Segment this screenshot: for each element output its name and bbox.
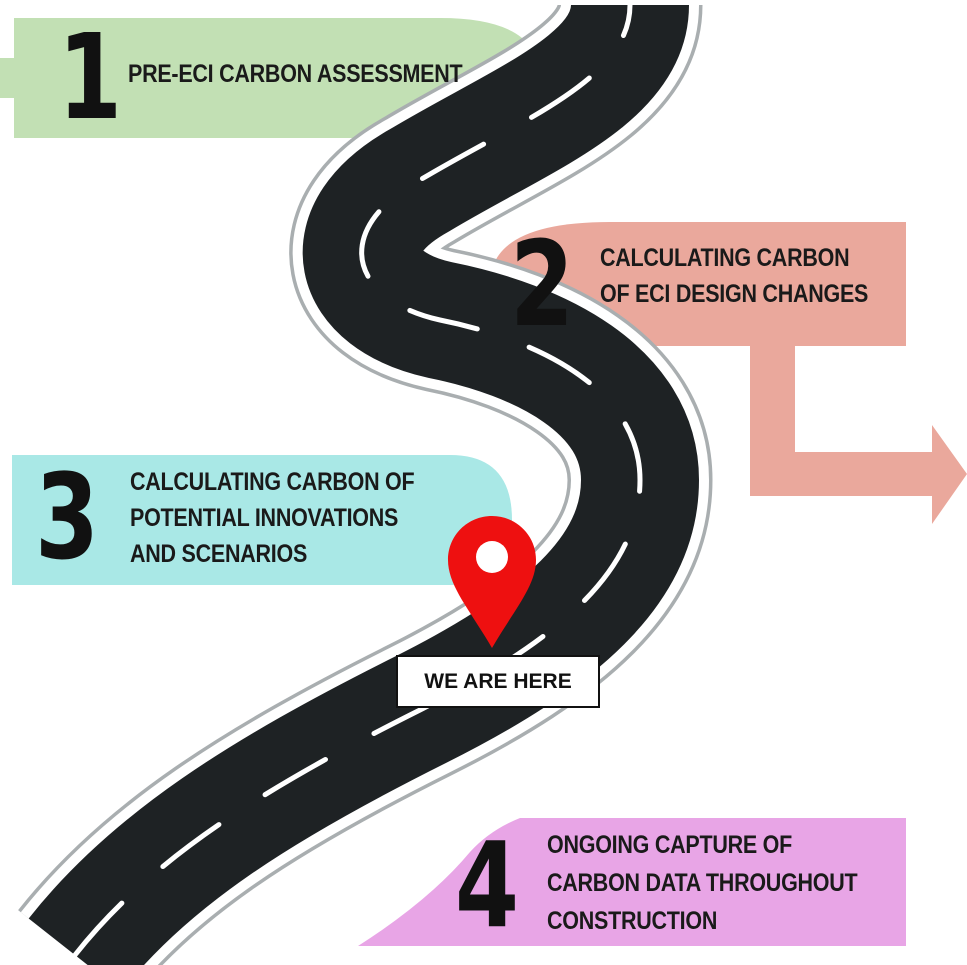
step-2-arrow bbox=[750, 346, 967, 524]
step-3-label: CALCULATING CARBON OF POTENTIAL INNOVATI… bbox=[130, 464, 415, 572]
step-2-number: 2 bbox=[510, 215, 575, 353]
step-1-number: 1 bbox=[58, 8, 123, 146]
step-3-band bbox=[12, 455, 512, 585]
step-3-label-line: AND SCENARIOS bbox=[130, 540, 308, 568]
step-3-label-line: POTENTIAL INNOVATIONS bbox=[130, 504, 399, 532]
step-4-number: 4 bbox=[455, 816, 520, 954]
we-are-here-label: WE ARE HERE bbox=[396, 655, 600, 708]
step-4-label-line: ONGOING CAPTURE OF bbox=[547, 831, 793, 859]
step-3-number: 3 bbox=[35, 448, 100, 586]
step-2-label: CALCULATING CARBON OF ECI DESIGN CHANGES bbox=[600, 240, 868, 312]
step-4-label-line: CONSTRUCTION bbox=[547, 907, 718, 935]
step-3-label-line: CALCULATING CARBON OF bbox=[130, 468, 415, 496]
step-1-label-line: PRE-ECI CARBON ASSESSMENT bbox=[128, 60, 463, 88]
step-4-label: ONGOING CAPTURE OF CARBON DATA THROUGHOU… bbox=[547, 826, 858, 940]
winding-road bbox=[18, 0, 713, 965]
location-pin-icon bbox=[448, 516, 536, 648]
step-4-label-line: CARBON DATA THROUGHOUT bbox=[547, 869, 858, 897]
step-2-label-line: OF ECI DESIGN CHANGES bbox=[600, 280, 869, 308]
step-4-band bbox=[358, 818, 906, 946]
step-1-label: PRE-ECI CARBON ASSESSMENT bbox=[128, 58, 463, 90]
step-2-label-line: CALCULATING CARBON bbox=[600, 244, 850, 272]
